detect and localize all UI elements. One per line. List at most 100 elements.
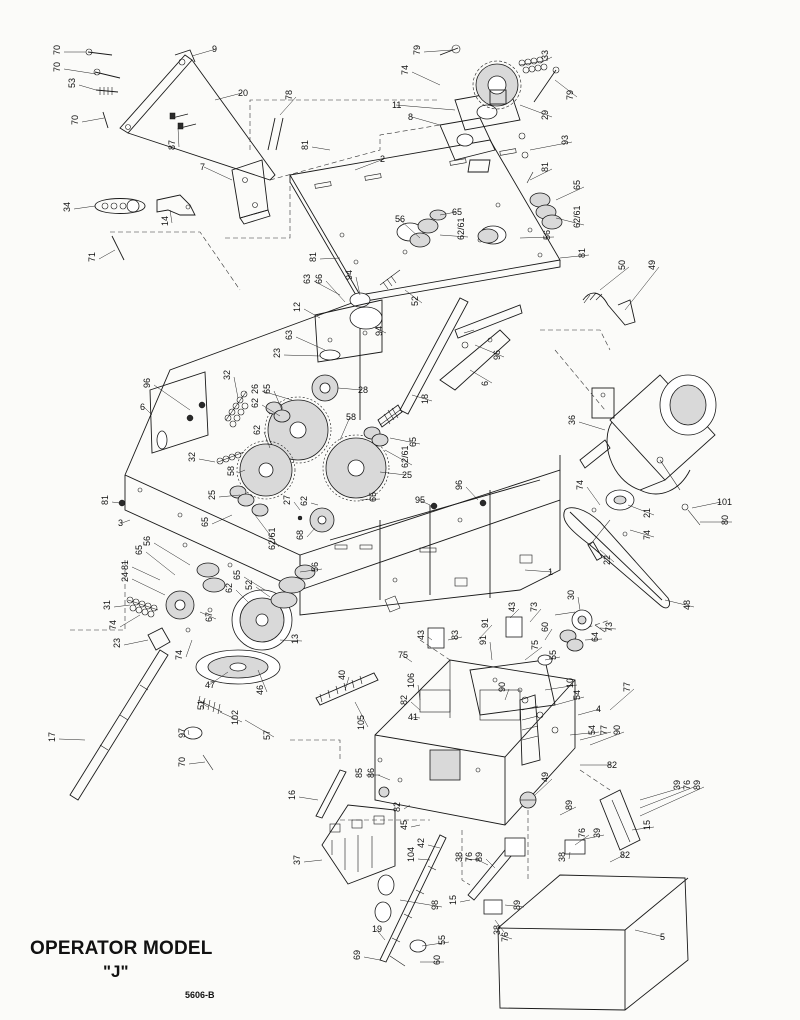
callout-leader [529,141,573,151]
callout-leader [384,449,413,466]
callout-leader [337,387,363,391]
callout-label: 87 [167,140,177,150]
callout-leader [504,904,525,908]
callout-leader [143,406,153,416]
callout-leader [63,68,97,75]
callout-leader [299,568,323,573]
callout-leader [243,576,266,591]
callout-label: 74 [174,650,184,660]
callout-label: 58 [226,466,236,476]
callout-label: 93 [560,135,570,145]
callout-leader [599,627,617,630]
callout-leader [639,786,685,801]
callout-leader [153,542,191,566]
callout-label: 12 [292,302,302,312]
callout-label: 81 [300,140,310,150]
top-plate-assembly [289,44,563,304]
callout-leader [379,471,407,476]
callout-leader [529,608,542,623]
callout-leader [499,934,513,940]
callout-label: 81 [577,248,587,258]
callout-leader [78,84,97,91]
drive-sprocket [472,60,522,110]
callout-label: 29 [540,110,550,120]
callout-leader [534,778,553,796]
callout-leader [261,390,293,401]
motor-assembly [540,292,717,609]
callout-leader [624,266,660,311]
callout-label: 38 [492,925,502,935]
callout-leader [363,956,381,961]
callout-label: 26 [250,384,260,394]
callout-label: 89 [564,800,574,810]
callout-label: 28 [358,385,368,395]
callout-label: 6 [140,402,145,412]
callout-leader [439,211,457,216]
callout-leader [244,719,275,738]
callout-label: 57 [262,730,272,740]
callout-leader [395,104,456,111]
callout-label: 74 [575,480,585,490]
callout-leader [261,404,281,417]
callout-leader [339,416,351,441]
callout-leader [354,158,385,171]
callout-label: 55 [437,935,447,945]
callout-label: 30 [566,590,576,600]
callout-leader [577,596,581,611]
callout-label: 77 [599,725,609,735]
gear-train [186,269,487,533]
callout-label: 65 [232,570,242,580]
callout-label: 23 [272,348,282,358]
callout-label: 67 [204,612,214,622]
callout-label: 91 [478,635,488,645]
callout-label: 65 [368,492,378,502]
callout-label: 101 [717,497,732,507]
callout-label: 5 [660,932,665,942]
callout-label: 62/61 [267,527,277,550]
callout-label: 62 [224,583,234,593]
callout-label: 56 [395,214,405,224]
callout-label: 65 [572,180,582,190]
callout-leader [529,168,553,181]
callout-leader [554,79,578,98]
callout-leader [119,614,141,628]
callout-leader [374,327,387,334]
callout-leader [303,308,321,319]
callout-leader [519,104,553,118]
callout-leader [293,501,301,511]
callout-leader [439,234,469,238]
callout-leader [153,384,191,411]
callout-label: 75 [398,650,408,660]
callout-label: 41 [408,712,418,722]
callout-label: 82 [607,760,617,770]
callout-label: 46 [255,685,265,695]
callout-leader [377,774,391,781]
callout-label: 27 [282,495,292,505]
callout-label: 77 [622,682,632,692]
callout-label: 82 [399,695,409,705]
callout-label: 36 [567,415,577,425]
callout-label: 4 [596,704,601,714]
callout-leader [474,344,505,358]
callout-leader [559,806,577,816]
callout-leader [199,611,217,620]
callout-leader [403,804,411,810]
output-shaft-assembly [69,499,316,801]
callout-label: 50 [617,260,627,270]
callout-leader [494,919,505,933]
callout-label: 9 [212,44,217,54]
callout-label: 102 [230,710,240,725]
callout-label: 52 [410,296,420,306]
callout-label: 48 [682,600,692,610]
callout-label: 82 [392,802,402,812]
callout-label: 51 [196,700,206,710]
callout-label: 31 [102,600,112,610]
callout-leader [544,656,561,661]
callout-label: 49 [540,772,550,782]
callout-label: 62 [250,398,260,408]
callout-leader [421,941,450,947]
callout-label: 96 [492,350,502,360]
callout-label: 43 [416,630,426,640]
